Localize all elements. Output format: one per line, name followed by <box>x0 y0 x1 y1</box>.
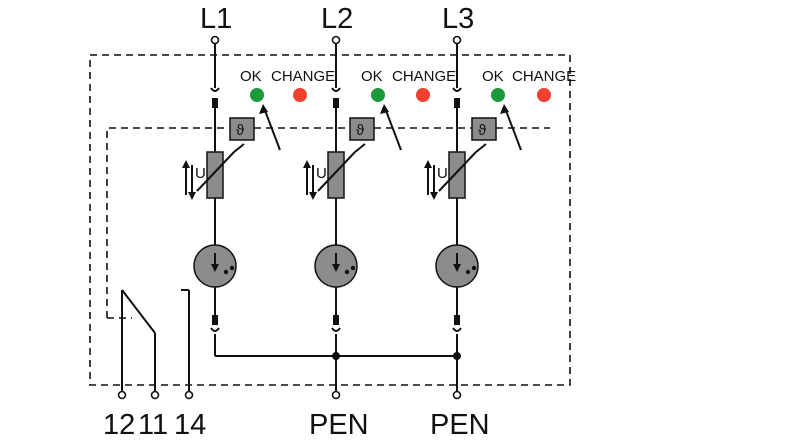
remote-signal-contact: 12 11 14 <box>103 289 206 441</box>
varistor-symbol-l2: U <box>316 165 327 182</box>
thermal-trip-link <box>106 127 230 318</box>
change-led-l3 <box>537 88 551 102</box>
phase-label-l2: L2 <box>321 3 353 35</box>
ok-led-l3 <box>491 88 505 102</box>
thermal-disconnector-l1 <box>229 117 255 141</box>
thermal-disconnector-l2 <box>349 117 375 141</box>
relay-label-12: 12 <box>103 409 135 441</box>
change-label-l2: CHANGE <box>392 68 456 85</box>
fuse-l1-bottom <box>212 315 218 325</box>
terminal-l3 <box>452 35 462 45</box>
varistor-l2 <box>327 151 345 199</box>
terminal-l2 <box>331 35 341 45</box>
fuse-l1-top <box>212 98 218 108</box>
fuse-l2-bottom <box>333 315 339 325</box>
varistor-symbol-l1: U <box>195 165 206 182</box>
change-led-l2 <box>416 88 430 102</box>
thermal-symbol-l2: ϑ <box>356 122 365 139</box>
fuse-l3-bottom <box>454 315 460 325</box>
ok-label-l2: OK <box>361 68 383 85</box>
terminal-pen-1 <box>331 390 341 400</box>
varistor-l3 <box>448 151 466 199</box>
pen-label-2: PEN <box>430 409 490 441</box>
change-label-l3: CHANGE <box>512 68 576 85</box>
device-enclosure <box>89 54 571 386</box>
phase-l3-branch: L3 ϑ OK CHANGE U <box>424 3 576 391</box>
fuse-l2-top <box>333 98 339 108</box>
relay-label-11: 11 <box>138 409 168 441</box>
phase-l1-branch: L1 ϑ OK CHANGE U <box>182 3 335 356</box>
thermal-symbol-l3: ϑ <box>478 122 487 139</box>
indicator-arrow-l2 <box>384 107 402 151</box>
terminal-11 <box>150 390 160 400</box>
ok-label-l1: OK <box>240 68 262 85</box>
change-label-l1: CHANGE <box>271 68 335 85</box>
relay-label-14: 14 <box>174 409 206 441</box>
terminal-pen-2 <box>452 390 462 400</box>
phase-label-l1: L1 <box>200 3 232 35</box>
terminal-14 <box>184 390 194 400</box>
ok-led-l2 <box>371 88 385 102</box>
phase-label-l3: L3 <box>442 3 474 35</box>
pen-label-1: PEN <box>309 409 369 441</box>
ok-label-l3: OK <box>482 68 504 85</box>
varistor-l1 <box>206 151 224 199</box>
pen-junction-1 <box>332 352 340 360</box>
thermal-disconnector-l3 <box>471 117 497 141</box>
terminal-12 <box>117 390 127 400</box>
terminal-l1 <box>210 35 220 45</box>
thermal-symbol-l1: ϑ <box>236 122 245 139</box>
varistor-symbol-l3: U <box>437 165 448 182</box>
fuse-l3-top <box>454 98 460 108</box>
ok-led-l1 <box>250 88 264 102</box>
pen-junction-2 <box>453 352 461 360</box>
indicator-arrow-l3 <box>504 107 522 151</box>
indicator-arrow-l1 <box>263 107 281 151</box>
change-led-l1 <box>293 88 307 102</box>
phase-l2-branch: L2 ϑ OK CHANGE U <box>303 3 456 391</box>
